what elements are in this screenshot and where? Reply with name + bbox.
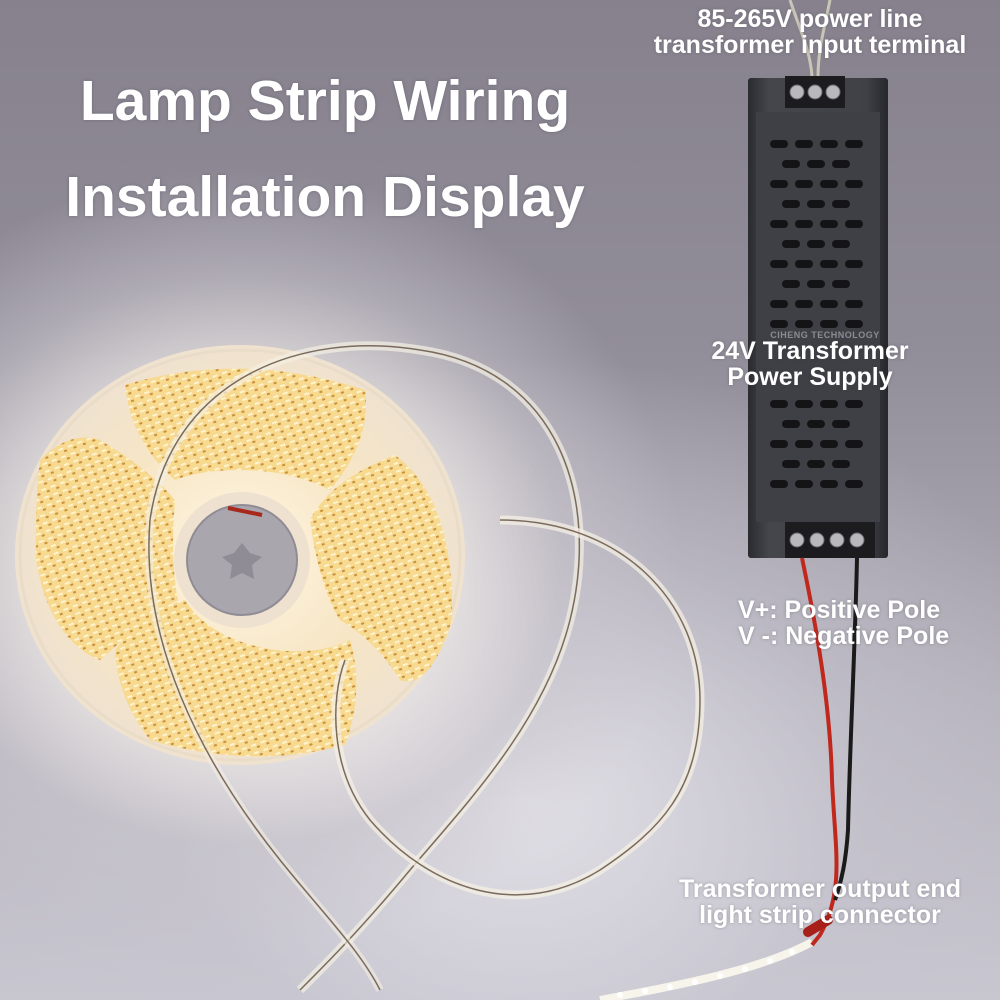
main-title-line2: Installation Display <box>65 165 585 229</box>
positive-pole-label: V+: Positive Pole <box>738 596 941 624</box>
negative-pole-label: V -: Negative Pole <box>738 622 950 651</box>
transformer-brand-text: CIHENG TECHNOLOGY <box>770 330 880 340</box>
transformer-line2: Power Supply <box>727 363 893 392</box>
led-strip-reel <box>15 345 465 765</box>
output-wires <box>800 557 859 947</box>
transformer-callout: 24V Transformer Power Supply <box>680 338 940 391</box>
main-title-line1: Lamp Strip Wiring <box>79 69 571 133</box>
transformer-power-supply <box>748 0 888 558</box>
input-terminal-callout: 85-265V power line transformer input ter… <box>620 6 1000 59</box>
led-strip-loops <box>145 341 814 1000</box>
input-terminal-line1: 85-265V power line <box>697 5 923 33</box>
transformer-line1: 24V Transformer <box>711 337 909 365</box>
output-line1: Transformer output end <box>679 875 961 903</box>
poles-callout: V+: Positive Pole V -: Negative Pole <box>738 597 1000 650</box>
input-terminal-line2: transformer input terminal <box>653 31 967 60</box>
negative-wire <box>833 557 859 901</box>
output-connector-callout: Transformer output end light strip conne… <box>640 876 1000 929</box>
output-line2: light strip connector <box>699 901 941 930</box>
